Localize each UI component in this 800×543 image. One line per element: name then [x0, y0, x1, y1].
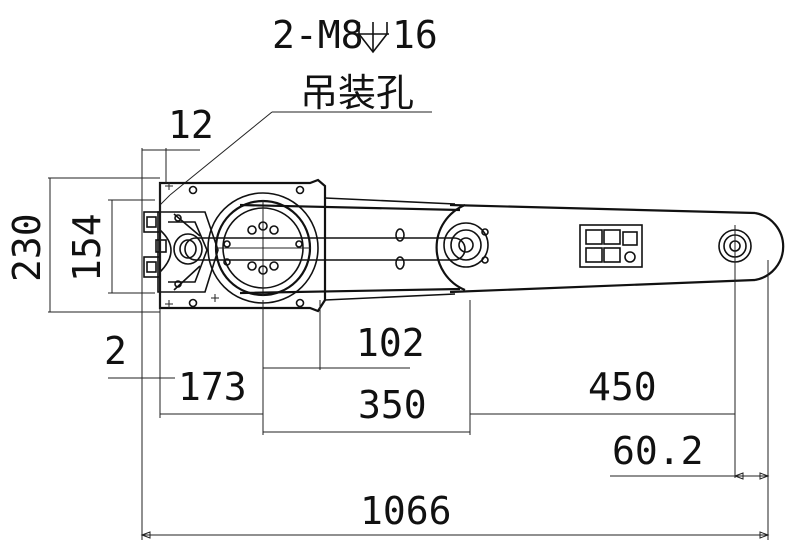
thread-depth-label: 16 — [392, 13, 438, 57]
joint2 — [435, 203, 489, 292]
hoisting-hole-annotation: 2-M8 16 吊装孔 — [159, 13, 438, 206]
base-bracket — [157, 211, 219, 293]
dim-173: 173 — [178, 365, 247, 409]
dim-1066: 1066 — [360, 489, 452, 533]
dim-350: 350 — [358, 383, 427, 427]
dim-450: 450 — [588, 365, 657, 409]
dim-230: 230 — [5, 213, 49, 282]
joint1 — [207, 192, 319, 304]
connector-panel — [579, 224, 643, 268]
arm-link-1 — [239, 197, 461, 301]
dim-12: 12 — [168, 103, 214, 147]
dim-154: 154 — [65, 213, 109, 282]
arm-link-2 — [449, 203, 785, 294]
thread-spec-label: 2-M8 — [272, 13, 364, 57]
hoisting-hole-label: 吊装孔 — [300, 71, 414, 115]
arm-shaft — [173, 228, 466, 270]
dimension-lines — [48, 148, 770, 540]
rear-connector — [143, 211, 167, 278]
annotation-leader — [169, 111, 273, 196]
dim-102: 102 — [356, 321, 425, 365]
dim-2: 2 — [104, 329, 127, 373]
depth-symbol-icon — [357, 22, 389, 54]
dim-60-2: 60.2 — [612, 429, 704, 473]
